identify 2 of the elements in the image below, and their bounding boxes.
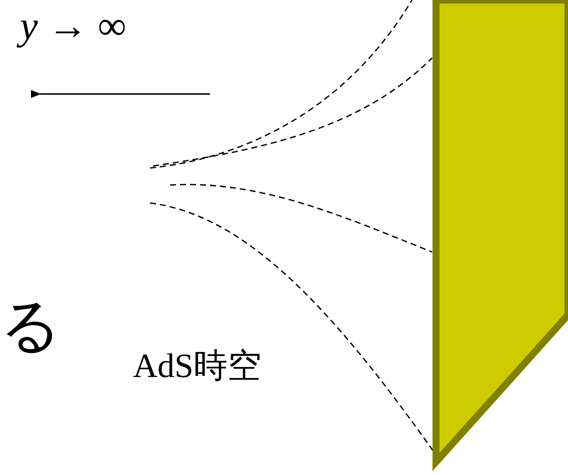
- text-fragment: る: [0, 296, 61, 356]
- region-label: AdS時空: [133, 350, 262, 384]
